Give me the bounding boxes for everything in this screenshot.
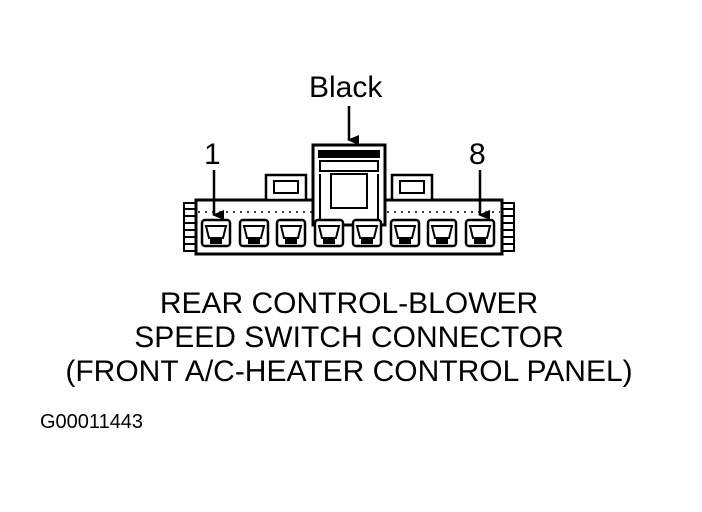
pin-cavity-3 [275,218,307,248]
pin-1-label: 1 [204,138,221,171]
wire-color-label: Black [309,71,383,104]
right-lock-tab [390,173,434,202]
pin-cavity-5 [351,218,383,248]
caption-line-3: (FRONT A/C-HEATER CONTROL PANEL) [65,355,633,388]
caption-line-1: REAR CONTROL-BLOWER [159,287,539,320]
center-latch [311,143,387,227]
pin-cavity-2 [238,218,270,248]
figure-code: G00011443 [40,411,144,433]
pin-8-label: 8 [469,138,486,171]
pin-cavity-4 [313,218,345,248]
pin-cavity-6 [389,218,421,248]
pin-cavity-7 [426,218,458,248]
caption-line-2: SPEED SWITCH CONNECTOR [134,321,564,354]
pin-cavity-1 [200,218,232,248]
left-lock-tab [264,173,308,202]
pin-cavities [200,218,496,248]
pin-cavity-8 [464,218,496,248]
